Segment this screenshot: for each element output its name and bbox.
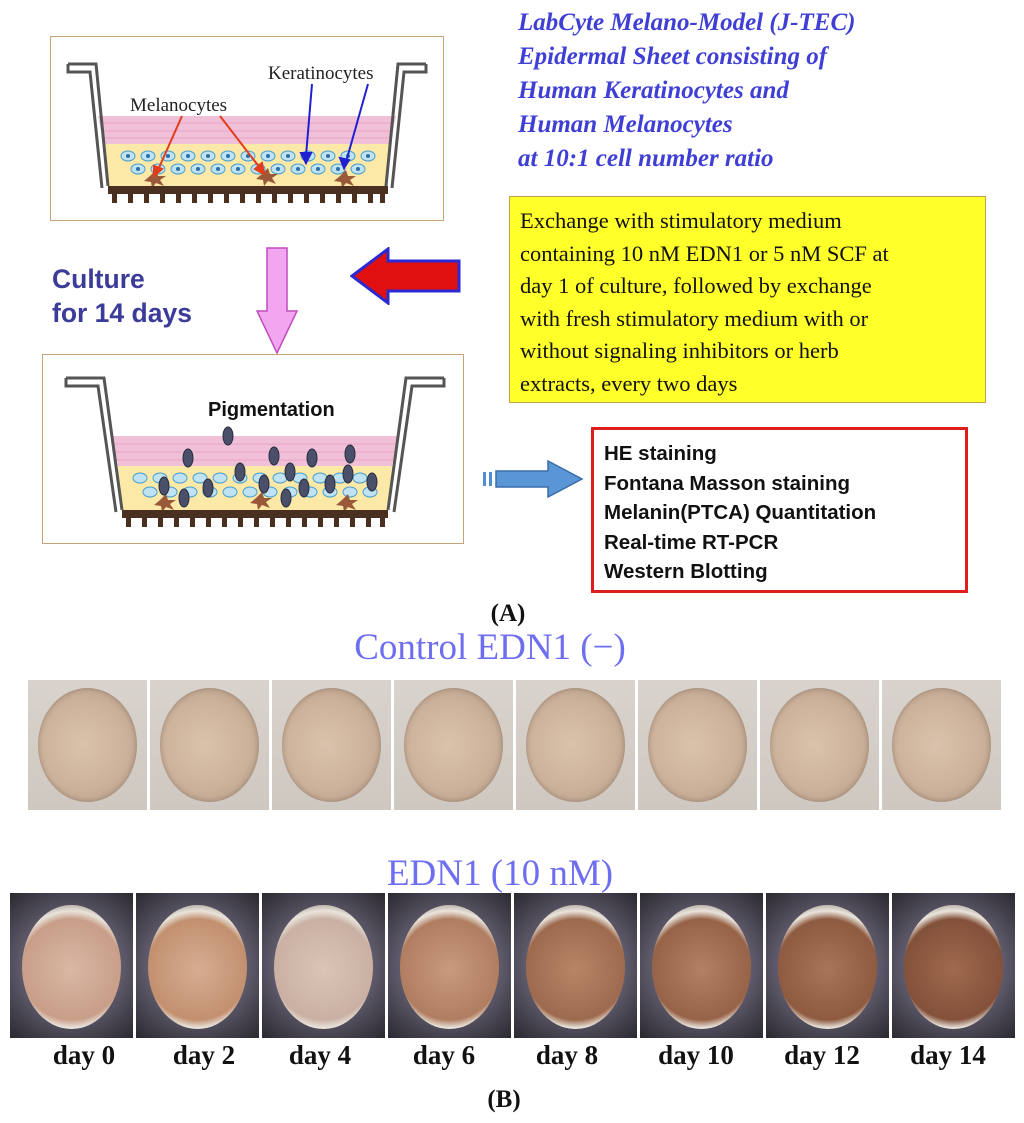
culture-line: Culture bbox=[52, 264, 145, 294]
control-well-image bbox=[882, 680, 1001, 810]
protocol-line: extracts, every two days bbox=[520, 370, 738, 396]
protocol-line: Exchange with stimulatory medium bbox=[520, 208, 842, 233]
control-well-strip bbox=[28, 680, 1004, 810]
method-item: Fontana Masson staining bbox=[604, 471, 851, 495]
day-labels-row: day 0 day 2 day 4 day 6 day 8 day 10 day… bbox=[0, 1040, 1024, 1076]
control-well-image bbox=[394, 680, 513, 810]
medium-exchange-arrow-icon bbox=[350, 247, 461, 305]
edn1-well-image bbox=[136, 893, 259, 1038]
transwell-diagram-pigmented: Pigmentation bbox=[42, 354, 464, 544]
edn1-well-image bbox=[640, 893, 763, 1038]
control-well-image bbox=[150, 680, 269, 810]
edn1-well-image bbox=[262, 893, 385, 1038]
edn1-well-image bbox=[892, 893, 1015, 1038]
edn1-well-image bbox=[10, 893, 133, 1038]
control-well-image bbox=[760, 680, 879, 810]
method-item: Real-time RT-PCR bbox=[604, 530, 779, 554]
keratinocytes-label: Keratinocytes bbox=[268, 63, 374, 84]
model-title-line: Human Keratinocytes and bbox=[518, 77, 789, 104]
day-label: day 4 bbox=[288, 1040, 352, 1070]
culture-line: for 14 days bbox=[52, 298, 192, 328]
method-item: Western Blotting bbox=[604, 560, 768, 583]
edn1-well-image bbox=[766, 893, 889, 1038]
control-condition-title: Control EDN1 (−) bbox=[354, 627, 626, 668]
panel-a-label: (A) bbox=[490, 600, 526, 627]
analysis-methods-box: HE staining Fontana Masson staining Mela… bbox=[591, 427, 968, 593]
transwell-diagram-initial: Melanocytes Keratinocytes bbox=[50, 36, 444, 221]
panel-b-label: (B) bbox=[487, 1086, 521, 1113]
day-label: day 12 bbox=[784, 1040, 860, 1070]
edn1-well-strip bbox=[10, 893, 1015, 1038]
day-label: day 8 bbox=[535, 1040, 599, 1070]
control-well-image bbox=[28, 680, 147, 810]
pigmentation-label: Pigmentation bbox=[208, 399, 335, 421]
model-title-line: Epidermal Sheet consisting of bbox=[518, 43, 828, 70]
protocol-line: with fresh stimulatory medium with or bbox=[520, 305, 869, 331]
analysis-arrow-icon bbox=[483, 459, 584, 499]
model-title-line: at 10:1 cell number ratio bbox=[518, 145, 774, 172]
edn1-well-image bbox=[388, 893, 511, 1038]
method-item: Melanin(PTCA) Quantitation bbox=[604, 501, 877, 524]
control-well-image bbox=[638, 680, 757, 810]
control-well-image bbox=[272, 680, 391, 810]
method-item: HE staining bbox=[604, 442, 717, 465]
culture-duration-label: Culture for 14 days bbox=[52, 262, 192, 330]
model-title-line: Human Melanocytes bbox=[518, 111, 733, 138]
model-title-line: LabCyte Melano-Model (J-TEC) bbox=[518, 9, 856, 36]
day-label: day 14 bbox=[910, 1040, 986, 1070]
melanocytes-label: Melanocytes bbox=[130, 95, 227, 116]
day-label: day 0 bbox=[52, 1040, 116, 1070]
culture-down-arrow-icon bbox=[256, 247, 298, 355]
protocol-line: containing 10 nM EDN1 or 5 nM SCF at bbox=[520, 240, 889, 266]
edn1-well-image bbox=[514, 893, 637, 1038]
day-label: day 2 bbox=[172, 1040, 236, 1070]
protocol-box: Exchange with stimulatory medium contain… bbox=[509, 196, 986, 403]
protocol-line: without signaling inhibitors or herb bbox=[520, 338, 839, 363]
edn1-condition-title: EDN1 (10 nM) bbox=[386, 853, 614, 894]
control-well-image bbox=[516, 680, 635, 810]
protocol-line: day 1 of culture, followed by exchange bbox=[520, 273, 872, 298]
day-label: day 6 bbox=[412, 1040, 476, 1070]
day-label: day 10 bbox=[658, 1040, 734, 1070]
model-description: LabCyte Melano-Model (J-TEC) Epidermal S… bbox=[518, 6, 1008, 176]
